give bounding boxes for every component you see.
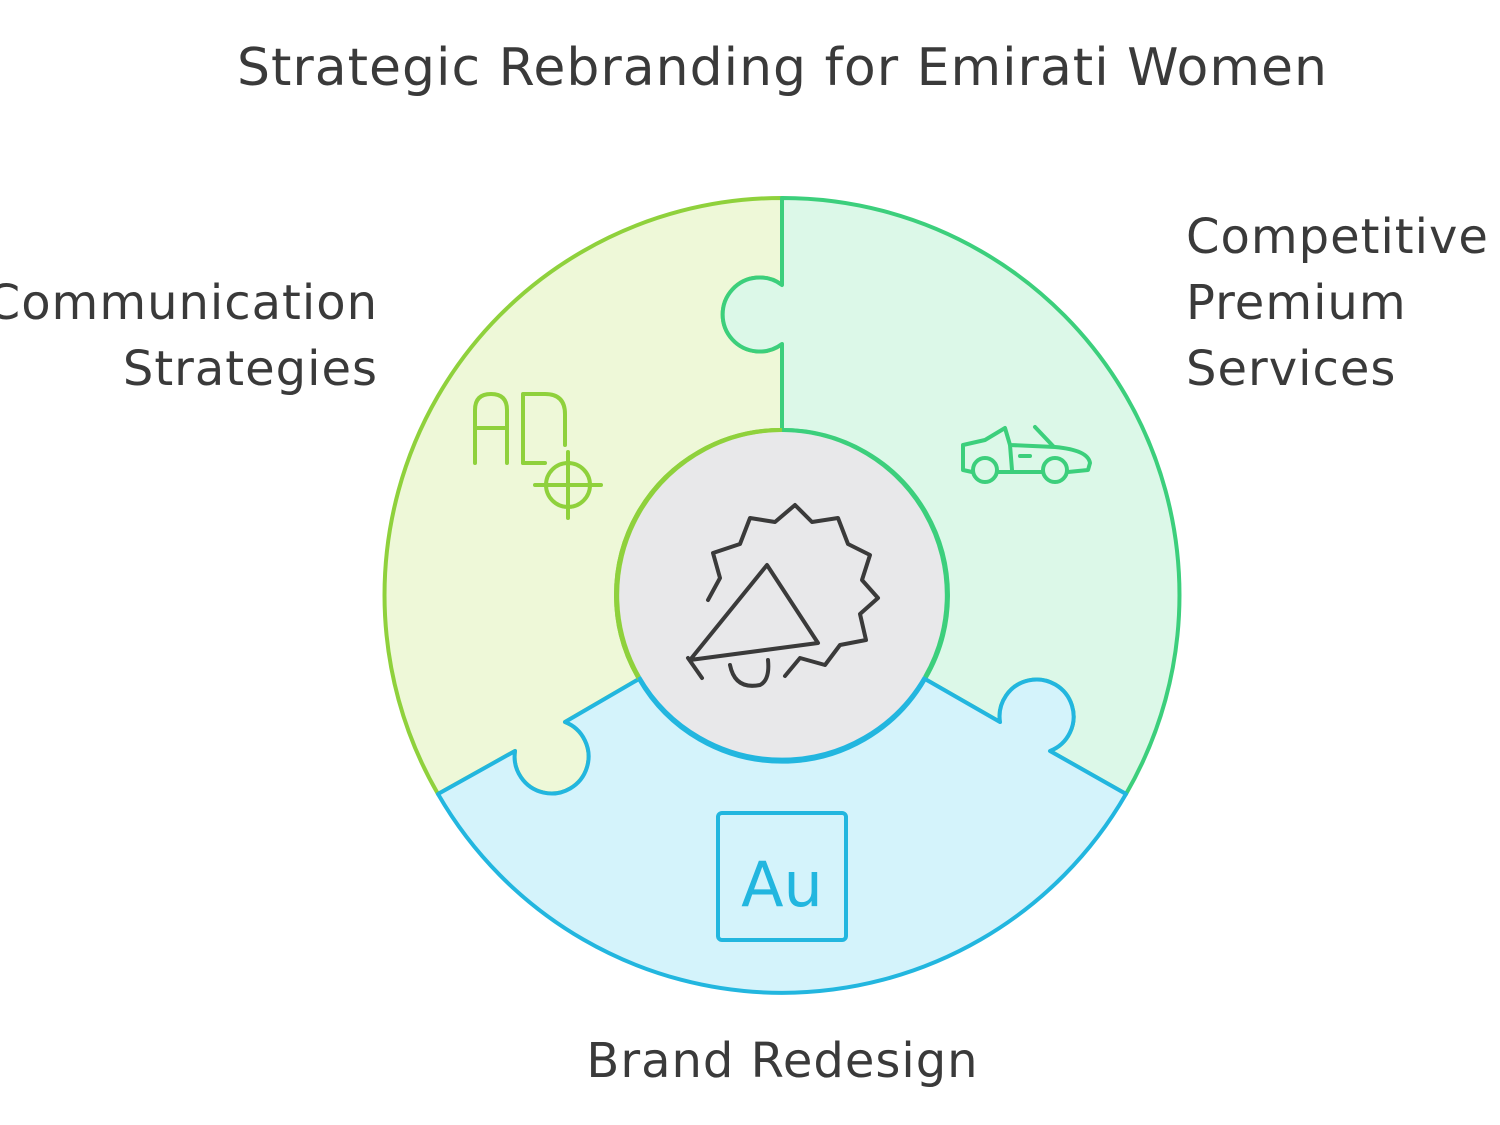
label-line: Competitive bbox=[1186, 209, 1489, 265]
center-ring-right bbox=[781, 428, 949, 678]
label-line: Strategies bbox=[122, 341, 378, 397]
center-circle bbox=[619, 432, 945, 758]
label-line: Premium bbox=[1186, 275, 1407, 331]
segment-brand-redesign bbox=[436, 677, 1128, 995]
megaphone-badge-icon bbox=[686, 503, 880, 688]
diagram-title: Strategic Rebranding for Emirati Women bbox=[237, 38, 1328, 98]
convertible-car-icon bbox=[961, 425, 1092, 484]
label-brand-redesign: Brand Redesign bbox=[0, 1028, 1500, 1094]
audition-icon-label: Au bbox=[741, 848, 823, 921]
label-communication-strategies: Communication Strategies bbox=[0, 270, 378, 402]
label-line: Services bbox=[1186, 341, 1397, 397]
ad-target-icon bbox=[473, 392, 603, 520]
audition-icon: Au bbox=[716, 811, 848, 942]
label-competitive-premium-services: Competitive Premium Services bbox=[1186, 204, 1489, 402]
center-ring-bottom bbox=[637, 676, 927, 762]
label-line: Communication bbox=[0, 275, 378, 331]
label-line: Brand Redesign bbox=[586, 1033, 979, 1089]
center-ring-left bbox=[615, 428, 783, 678]
